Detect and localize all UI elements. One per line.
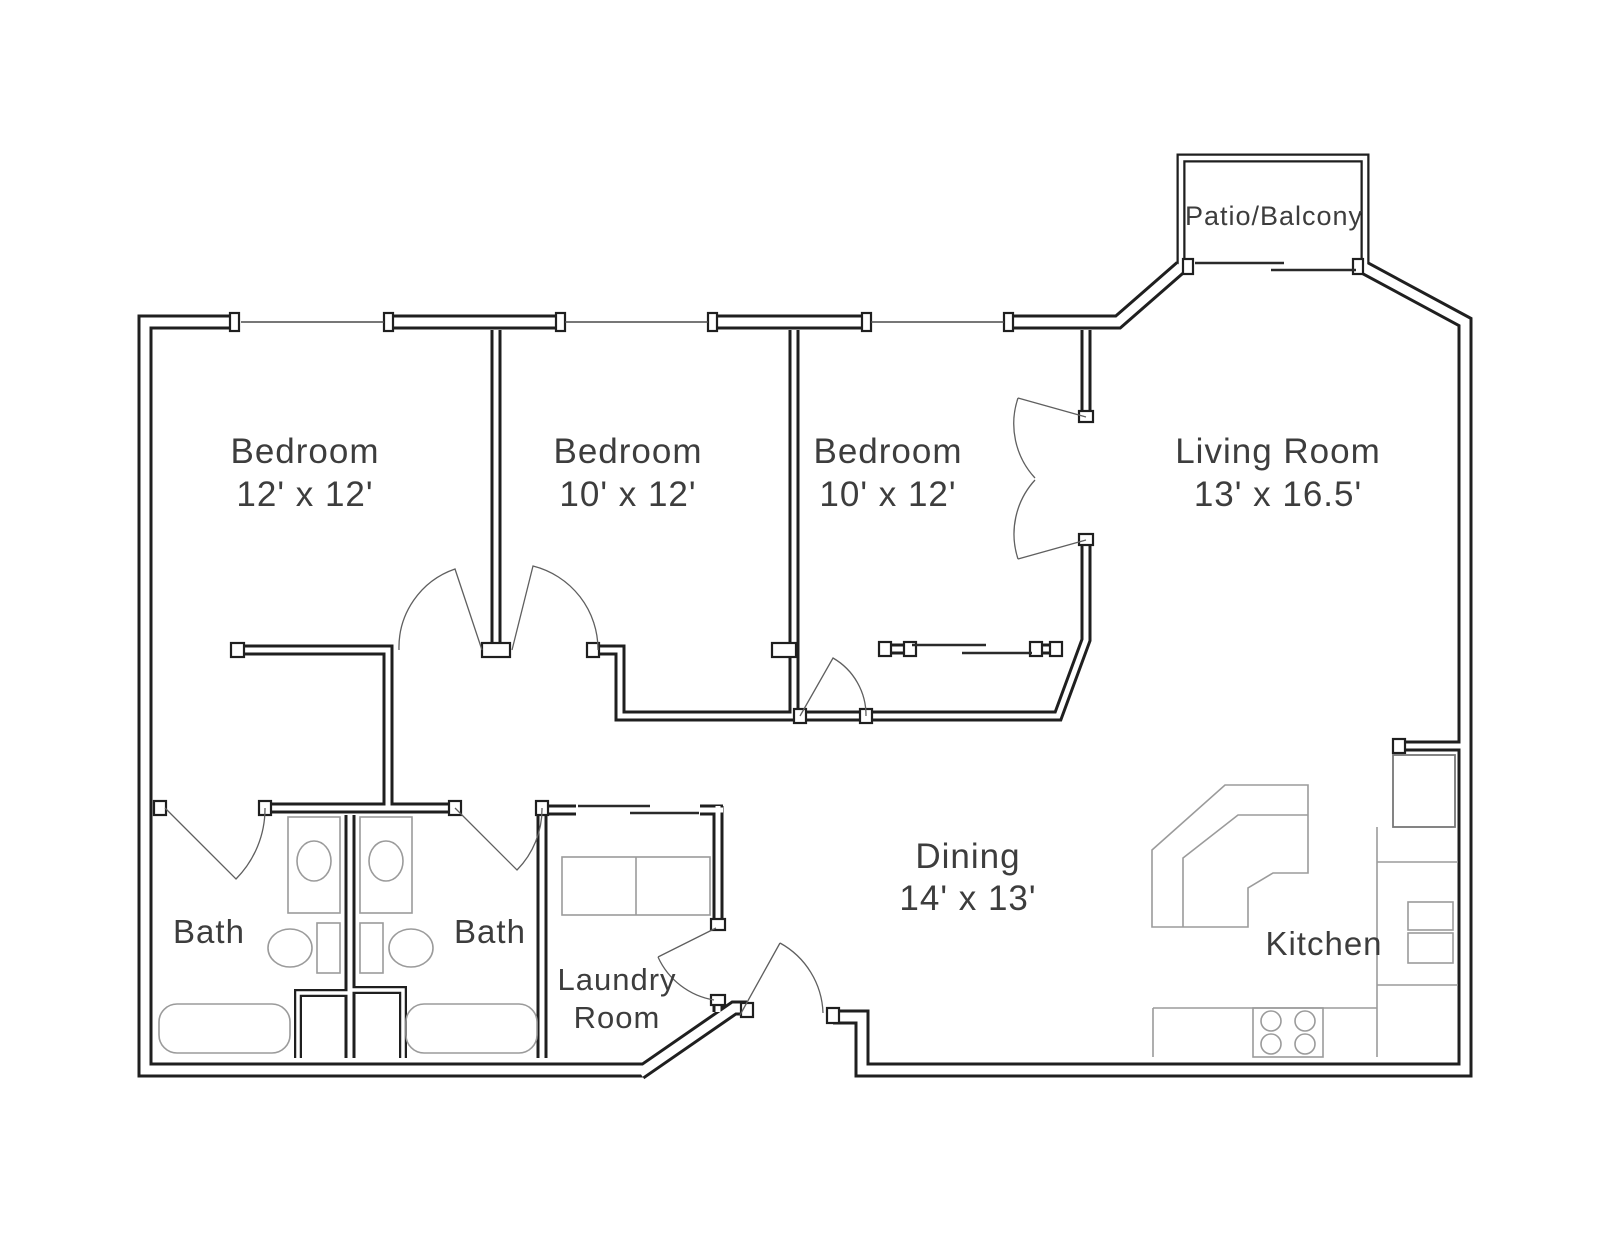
laundry-door <box>657 927 717 1001</box>
bedroom3-closet-sliding-door <box>912 643 1032 655</box>
stove <box>1252 1007 1324 1058</box>
bedroom3-door <box>799 657 867 717</box>
living-room-french-door-top <box>1013 397 1087 479</box>
room-label-living-room: Living Room <box>1175 432 1381 471</box>
fixtures <box>158 754 1458 1058</box>
door-swings <box>164 397 1087 1016</box>
room-label-bedroom-1: Bedroom <box>230 432 379 471</box>
laundry-fixtures <box>561 856 711 916</box>
room-label-laundry-line1: Laundry <box>557 962 676 997</box>
bath1-vanity <box>287 816 341 914</box>
bath2-toilet <box>388 928 434 968</box>
bath2-bathtub <box>405 1003 538 1054</box>
laundry-closet-sliding-door <box>578 804 699 815</box>
bath2-vanity <box>359 816 413 914</box>
bath2-fixtures <box>359 816 538 1054</box>
kitchen-bottom-counter <box>1152 1007 1377 1057</box>
room-label-patio: Patio/Balcony <box>1185 201 1363 231</box>
bedroom1-door <box>398 568 483 651</box>
room-dims-living-room: 13' x 16.5' <box>1194 475 1362 514</box>
bath1-door <box>164 807 266 880</box>
refrigerator <box>1392 754 1456 828</box>
bath1-bathtub <box>158 1003 291 1054</box>
stove-burner <box>1260 1033 1282 1055</box>
room-label-dining: Dining <box>915 837 1020 876</box>
kitchen-island <box>1151 784 1309 928</box>
room-label-kitchen: Kitchen <box>1265 925 1382 962</box>
room-label-bath-2: Bath <box>454 913 526 950</box>
bath1-toilet-tank <box>316 922 341 974</box>
bath1-toilet <box>267 928 313 968</box>
kitchen-fixtures <box>1151 754 1458 1058</box>
stove-burner <box>1260 1010 1282 1032</box>
room-dims-bedroom-1: 12' x 12' <box>236 475 373 514</box>
wall-end-caps <box>152 257 1407 1025</box>
bedroom2-door <box>511 565 599 651</box>
living-room-french-door-bottom <box>1013 479 1087 560</box>
room-label-bedroom-3: Bedroom <box>813 432 962 471</box>
patio-sliding-door <box>1195 261 1356 272</box>
stove-burner <box>1294 1010 1316 1032</box>
room-dims-bedroom-2: 10' x 12' <box>559 475 696 514</box>
kitchen-sink-basin-1 <box>1407 901 1454 931</box>
bath1-fixtures <box>158 816 341 1054</box>
room-labels: Bedroom 12' x 12' Bedroom 10' x 12' Bedr… <box>173 201 1382 1035</box>
room-dims-dining: 14' x 13' <box>899 879 1036 918</box>
room-dims-bedroom-3: 10' x 12' <box>819 475 956 514</box>
room-label-bedroom-2: Bedroom <box>553 432 702 471</box>
kitchen-sink-basin-2 <box>1407 932 1454 964</box>
bath2-toilet-tank <box>359 922 384 974</box>
bath2-door <box>454 807 543 871</box>
sliding-doors <box>578 261 1356 815</box>
stove-burner <box>1294 1033 1316 1055</box>
room-label-laundry-line2: Room <box>574 1000 661 1035</box>
bath1-sink <box>296 840 332 882</box>
bath2-sink <box>368 840 404 882</box>
room-label-bath-1: Bath <box>173 913 245 950</box>
entry-door <box>739 942 824 1016</box>
